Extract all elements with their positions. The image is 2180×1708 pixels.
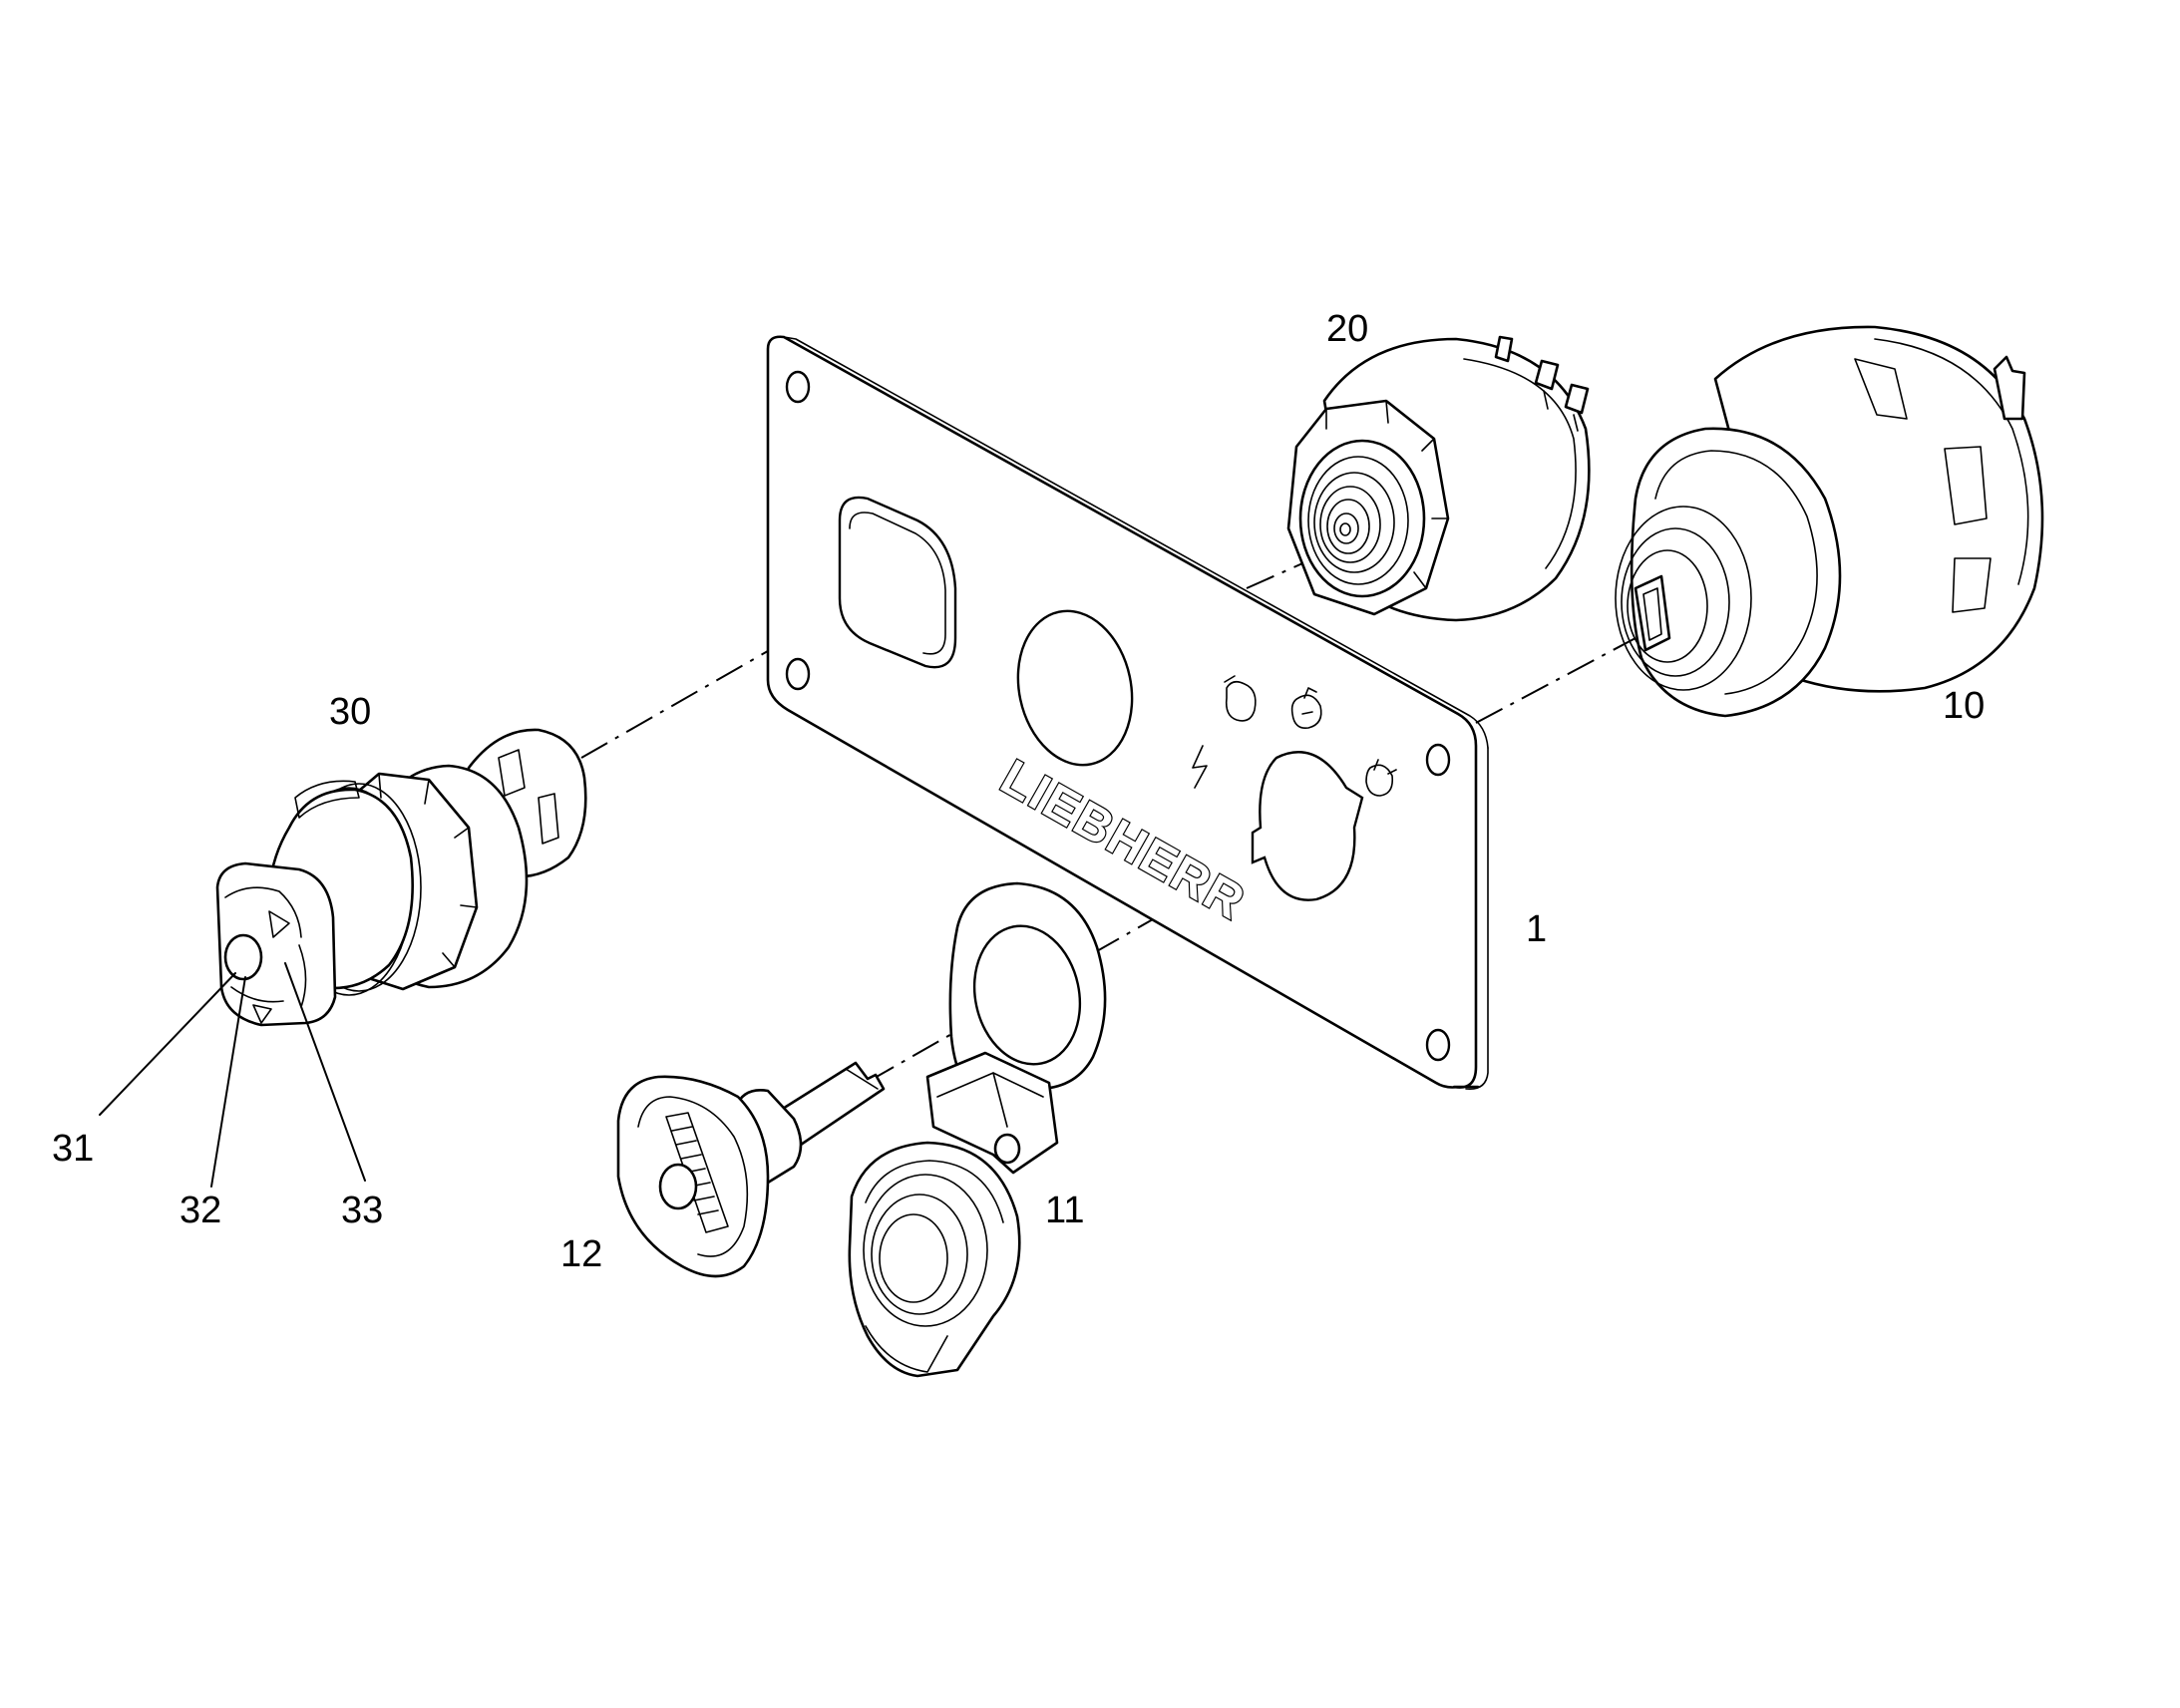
panel-mount-hole-tr — [1425, 743, 1451, 777]
buzzer-ring-center — [1339, 522, 1351, 536]
ignition-clip-top — [1854, 358, 1908, 420]
battery-switch-knob-arrow-bottom — [252, 1004, 272, 1024]
callout-numbers: 1 10 11 12 20 30 31 32 33 — [52, 308, 1985, 1275]
key-head-inner — [637, 1096, 749, 1257]
panel-opening-10 — [1251, 751, 1364, 901]
battery-switch-knob-flats — [224, 886, 307, 1008]
buzzer-ring-4 — [1319, 486, 1381, 563]
buzzer-part-20 — [1286, 335, 1591, 622]
leader-32 — [210, 976, 246, 1188]
cap-hinge-pin — [993, 1133, 1021, 1165]
callout-11: 11 — [1045, 1190, 1084, 1231]
buzzer-hex-nut-face — [1325, 400, 1449, 589]
cap-ring-inner — [879, 1213, 948, 1303]
glow-plug-icon — [1224, 675, 1257, 722]
callout-1: 1 — [1526, 908, 1547, 950]
ignition-bezel-outer — [1615, 506, 1752, 691]
buzzer-ring-1 — [1298, 439, 1426, 598]
panel-mount-hole-bl — [785, 657, 811, 691]
buzzer-housing-edge — [1463, 358, 1577, 569]
callout-31: 31 — [52, 1128, 94, 1170]
key-head-hole — [658, 1163, 698, 1210]
battery-switch-hex-face — [378, 773, 478, 968]
panel-edge-right — [1465, 747, 1489, 1090]
buzzer-terminal-wire — [1543, 390, 1579, 432]
callout-12: 12 — [560, 1233, 602, 1275]
buzzer-terminal-1 — [1494, 335, 1514, 363]
ignition-clip-right — [1944, 446, 1988, 525]
callout-30: 30 — [329, 691, 371, 733]
lightning-icon — [1192, 745, 1208, 789]
axis-line-10 — [1475, 637, 1636, 724]
buzzer-ring-2 — [1307, 456, 1409, 585]
ignition-clip-bottom — [1952, 557, 1992, 613]
panel-mount-hole-tl — [785, 370, 811, 404]
axis-line-20 — [1246, 547, 1337, 589]
callout-33: 33 — [341, 1190, 383, 1231]
buzzer-ring-3 — [1313, 472, 1395, 573]
cap-body — [848, 1141, 1021, 1378]
ignition-cylinder-face — [1627, 549, 1708, 663]
battery-switch-part-30 — [215, 728, 587, 1027]
cap-ring-hole — [972, 924, 1082, 1066]
ignition-bezel-inner — [1621, 527, 1730, 677]
ignition-switch-part-10 — [1615, 325, 2044, 718]
cap-ring-mid — [871, 1194, 968, 1315]
leader-31 — [99, 972, 236, 1116]
buzzer-terminal-2 — [1534, 359, 1560, 391]
ignition-rear-housing-edge — [1874, 338, 2029, 585]
buzzer-terminal-3 — [1564, 383, 1590, 415]
panel-opening-30 — [838, 496, 957, 669]
battery-switch-wing — [294, 780, 360, 819]
panel-part-1: LIEBHERR — [766, 335, 1489, 1090]
panel-mount-hole-br — [1425, 1028, 1451, 1062]
buzzer-ring-5 — [1326, 499, 1370, 554]
key-code-strip — [665, 1112, 729, 1233]
buzzer-ring-6 — [1333, 512, 1359, 544]
leader-lines — [99, 962, 366, 1188]
leader-33 — [284, 962, 366, 1182]
battery-switch-knob-center — [223, 933, 263, 981]
ignition-front-body — [1630, 427, 1842, 718]
callout-32: 32 — [180, 1190, 221, 1231]
key-shaft-bit — [845, 1068, 879, 1090]
panel-opening-30-inner — [849, 512, 946, 655]
callout-20: 20 — [1326, 308, 1368, 350]
battery-switch-knob-arrow-top — [268, 910, 290, 938]
cap-lip — [865, 1325, 948, 1373]
key-part-12 — [616, 1061, 886, 1278]
panel-pictograms — [1192, 675, 1397, 797]
preheat-icon — [1290, 687, 1322, 730]
ignition-terminal — [1993, 355, 2026, 421]
cap-hinge-strap-detail — [936, 1072, 1044, 1128]
ignition-front-ring — [1654, 450, 1818, 695]
panel-opening-20 — [1016, 609, 1134, 767]
ignition-key-slot-inner — [1642, 587, 1662, 641]
protective-cap-part-11 — [848, 881, 1107, 1378]
callout-10: 10 — [1943, 685, 1985, 727]
cap-body-outline — [865, 1160, 1004, 1223]
panel-edge-top — [783, 336, 1489, 749]
cap-ring-outer — [863, 1174, 988, 1327]
cap-hinge-strap — [925, 1051, 1059, 1175]
start-icon — [1365, 759, 1397, 797]
